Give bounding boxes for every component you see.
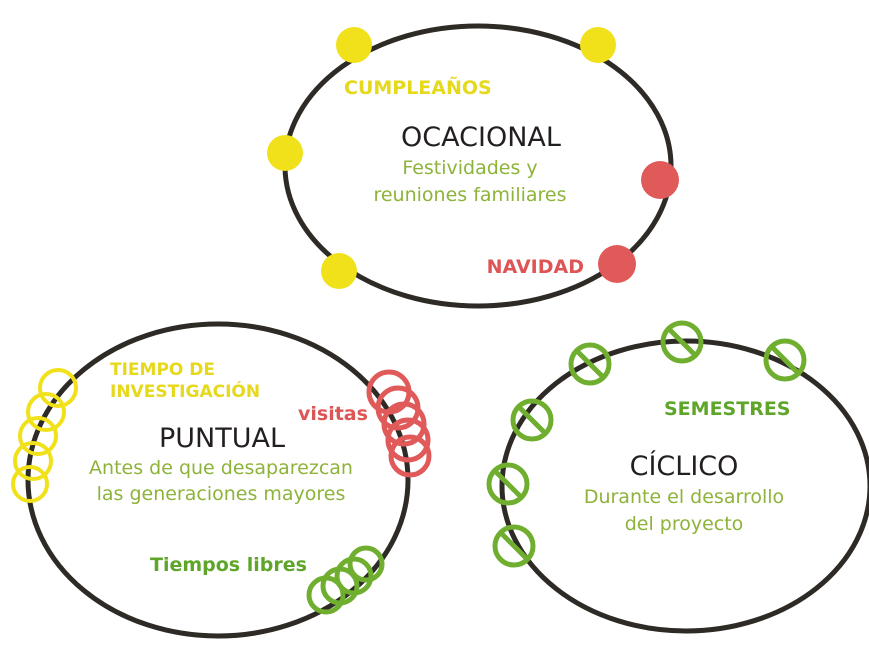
yellow-marker bbox=[13, 441, 53, 481]
yellow-marker bbox=[580, 27, 616, 63]
green-marker bbox=[510, 398, 554, 442]
green-marker bbox=[486, 462, 530, 506]
tag-navidad: NAVIDAD bbox=[487, 256, 584, 278]
green-marker bbox=[660, 320, 704, 364]
tag-semestres: SEMESTRES bbox=[664, 398, 791, 420]
yellow-marker bbox=[336, 27, 372, 63]
ocasional-cycle: CUMPLEAÑOS OCACIONAL Festividades y reun… bbox=[267, 23, 679, 309]
red-marker bbox=[388, 434, 432, 478]
green-marker bbox=[334, 556, 374, 596]
green-marker bbox=[492, 524, 536, 568]
ocasional-red-markers bbox=[598, 161, 679, 283]
ciclico-title: CÍCLICO bbox=[630, 450, 739, 482]
puntual-yellow-markers bbox=[11, 368, 78, 503]
ocasional-description-line2: reuniones familiares bbox=[373, 184, 566, 206]
puntual-description-line2: las generaciones mayores bbox=[97, 483, 346, 505]
red-marker bbox=[381, 401, 427, 447]
ciclico-description-line2: del proyecto bbox=[625, 513, 744, 535]
ciclico-ring bbox=[499, 338, 869, 634]
yellow-marker bbox=[267, 135, 303, 171]
puntual-description-line1: Antes de que desaparezcan bbox=[89, 457, 353, 479]
ciclico-cycle: SEMESTRES CÍCLICO Durante el desarrollo … bbox=[486, 320, 869, 634]
puntual-cycle: TIEMPO DE INVESTIGACIÓN visitas PUNTUAL … bbox=[11, 321, 432, 639]
ciclico-green-markers bbox=[486, 320, 807, 568]
puntual-ring bbox=[25, 321, 411, 639]
ocasional-description-line1: Festividades y bbox=[402, 157, 537, 179]
tag-tiempos-libres: Tiempos libres bbox=[150, 554, 307, 576]
ocasional-title: OCACIONAL bbox=[401, 122, 561, 153]
tag-tiempo-investigacion-line1: TIEMPO DE bbox=[110, 360, 215, 380]
puntual-red-markers bbox=[366, 369, 432, 478]
tag-cumpleanos: CUMPLEAÑOS bbox=[344, 75, 492, 99]
red-marker bbox=[385, 417, 431, 463]
ciclico-description-line1: Durante el desarrollo bbox=[584, 486, 784, 508]
green-marker bbox=[347, 545, 385, 583]
red-marker bbox=[641, 161, 679, 199]
green-marker bbox=[568, 342, 612, 386]
tag-tiempo-investigacion-line2: INVESTIGACIÓN bbox=[110, 380, 260, 402]
green-marker bbox=[763, 338, 807, 382]
red-marker bbox=[598, 245, 636, 283]
ocasional-yellow-markers bbox=[267, 27, 616, 289]
yellow-marker bbox=[321, 253, 357, 289]
yellow-marker bbox=[18, 416, 58, 456]
yellow-marker bbox=[26, 392, 66, 432]
puntual-green-markers bbox=[306, 545, 385, 615]
yellow-marker bbox=[11, 465, 49, 503]
puntual-title: PUNTUAL bbox=[159, 423, 285, 454]
tag-visitas: visitas bbox=[298, 403, 368, 425]
yellow-marker bbox=[38, 368, 78, 408]
